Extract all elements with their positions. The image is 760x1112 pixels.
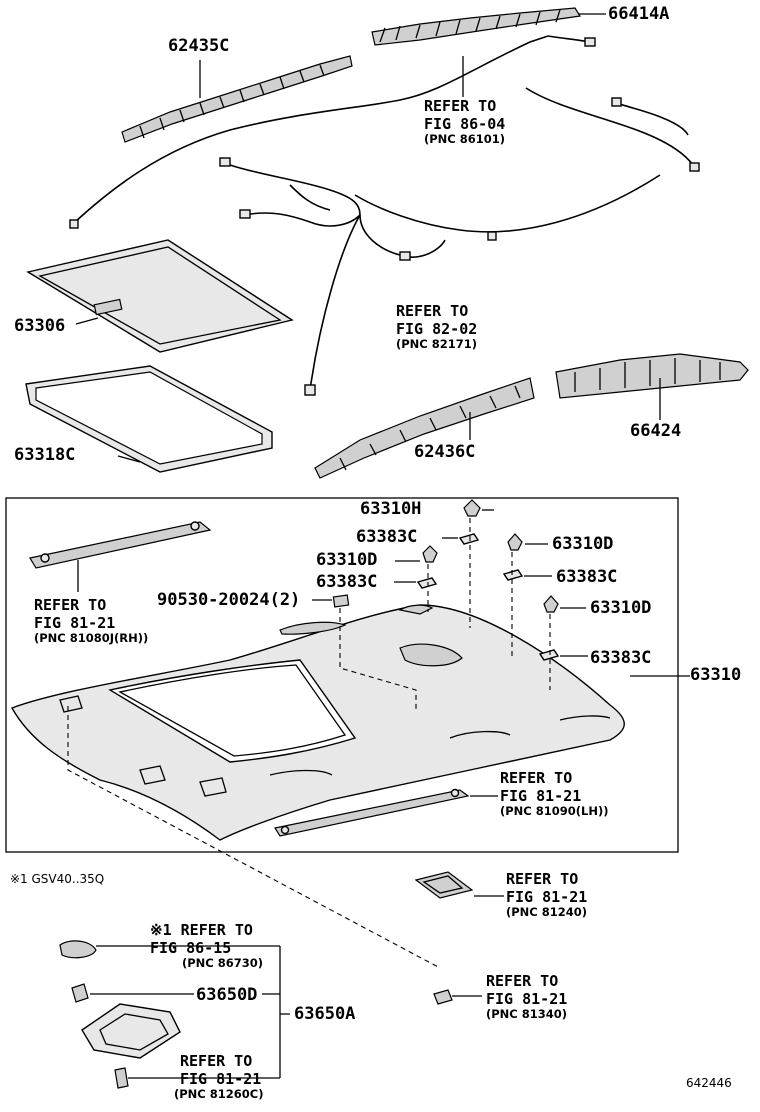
part-63310-drawing (10, 604, 690, 841)
part-63306-drawing (26, 239, 294, 353)
console-assy-drawing (59, 940, 290, 1089)
clips-and-leaders (67, 499, 588, 969)
refer-fig-81-21-lh: REFER TO FIG 81-21(PNC 81090(LH)) (500, 769, 608, 818)
refer-text: REFER TO FIG 86-04 (424, 97, 506, 133)
pnc-81090: (PNC 81090(LH)) (500, 804, 609, 818)
roof-wire-harness (69, 35, 700, 396)
label-63383C-2: 63383C (316, 572, 378, 592)
label-63383C-3: 63383C (556, 567, 618, 587)
label-63310D-3: 63310D (590, 598, 652, 618)
part-62436C-drawing (314, 377, 535, 479)
pnc-81080j: (PNC 81080J(RH)) (34, 631, 149, 645)
refer-fig-81-21-console: REFER TO FIG 81-21(PNC 81260C) (174, 1052, 263, 1101)
part-66414A-drawing (371, 7, 606, 46)
clip-81340-drawing (433, 989, 482, 1005)
pnc-81240: (PNC 81240) (506, 905, 588, 919)
label-63650D: 63650D (196, 985, 258, 1005)
refer-text: REFER TO FIG 81-21 (180, 1052, 262, 1088)
pnc-86730: (PNC 86730) (182, 956, 264, 970)
part-66424-drawing (555, 353, 749, 420)
refer-text: REFER TO FIG 82-02 (396, 302, 478, 338)
refer-fig-86-15: ※1 REFER TO FIG 86-15(PNC 86730) (150, 921, 263, 970)
label-63310: 63310 (690, 665, 742, 685)
refer-fig-81-21-rh: REFER TO FIG 81-21(PNC 81080J(RH)) (34, 596, 148, 645)
label-62435C: 62435C (168, 36, 230, 56)
label-90530-20024: 90530-20024(2) (157, 590, 301, 610)
part-62435C-drawing (121, 55, 353, 143)
pnc-82171: (PNC 82171) (396, 337, 478, 351)
label-63310H: 63310H (360, 499, 422, 519)
headliner-box (5, 497, 679, 853)
refer-text: REFER TO FIG 81-21 (500, 769, 582, 805)
label-66424: 66424 (630, 421, 682, 441)
label-63306: 63306 (14, 316, 66, 336)
label-66414A: 66414A (608, 4, 670, 24)
refer-text: REFER TO FIG 81-21 (486, 972, 568, 1008)
refer-text: REFER TO FIG 81-21 (34, 596, 116, 632)
label-63650A: 63650A (294, 1004, 356, 1024)
label-62436C: 62436C (414, 442, 476, 462)
model-note: ※1 GSV40..35Q (10, 872, 105, 886)
pnc-81340: (PNC 81340) (486, 1007, 568, 1021)
refer-fig-81-21-clip: REFER TO FIG 81-21(PNC 81340) (486, 972, 567, 1021)
label-63318C: 63318C (14, 445, 76, 465)
refer-text: ※1 REFER TO FIG 86-15 (150, 921, 253, 957)
pnc-86101: (PNC 86101) (424, 132, 506, 146)
map-light-drawing (414, 871, 504, 899)
label-63310D-1: 63310D (316, 550, 378, 570)
refer-text: REFER TO FIG 81-21 (506, 870, 588, 906)
label-63383C-1: 63383C (356, 527, 418, 547)
refer-fig-86-04: REFER TO FIG 86-04(PNC 86101) (424, 97, 505, 146)
refer-fig-81-21-map: REFER TO FIG 81-21(PNC 81240) (506, 870, 587, 919)
label-63310D-2: 63310D (552, 534, 614, 554)
assist-grip-rh-drawing (29, 521, 212, 592)
part-63318C-drawing (25, 365, 273, 473)
pnc-81260c: (PNC 81260C) (174, 1087, 264, 1101)
label-63383C-4: 63383C (590, 648, 652, 668)
refer-fig-82-02: REFER TO FIG 82-02(PNC 82171) (396, 302, 477, 351)
assist-grip-lh-drawing (274, 788, 498, 837)
diagram-id: 642446 (686, 1076, 732, 1090)
